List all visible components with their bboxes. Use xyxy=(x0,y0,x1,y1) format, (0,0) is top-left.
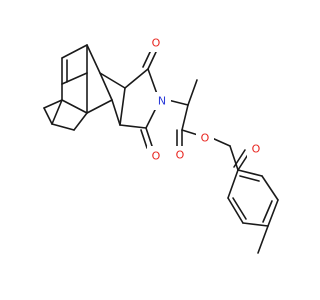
bond xyxy=(229,145,239,171)
ester-side-chain xyxy=(167,79,250,171)
bond xyxy=(261,175,279,201)
bond xyxy=(147,68,158,95)
molecule-structure: O O N O O O xyxy=(43,34,279,254)
bicyclic-cage xyxy=(43,44,121,131)
imide-ring xyxy=(99,49,158,149)
oxygen-atom-ketone: O xyxy=(252,143,261,156)
bond xyxy=(181,129,199,136)
atom-label-background xyxy=(196,129,214,147)
bond xyxy=(227,169,239,199)
oxygen-atom-imide-top: O xyxy=(152,37,161,50)
tolyl-ring xyxy=(227,169,279,254)
bond xyxy=(145,127,153,147)
bond xyxy=(43,99,63,109)
bond xyxy=(43,107,53,125)
bond xyxy=(124,68,149,89)
bond xyxy=(181,104,189,131)
bond xyxy=(99,72,126,89)
bond xyxy=(242,222,269,227)
bond xyxy=(119,124,147,129)
bond xyxy=(111,99,121,126)
bond xyxy=(140,129,148,149)
atom-label-background xyxy=(247,140,265,158)
bond xyxy=(61,44,88,59)
atom-label-background xyxy=(171,146,189,164)
molecule-structure-canvas: O O N O O O xyxy=(43,34,279,254)
bond xyxy=(211,137,231,147)
atom-label-background xyxy=(147,34,165,52)
bond xyxy=(61,99,88,114)
bond xyxy=(51,123,75,131)
bond xyxy=(99,72,113,101)
bond xyxy=(239,175,260,182)
oxygen-atom-ester-carbonyl: O xyxy=(176,149,185,162)
nitrogen-atom: N xyxy=(158,95,166,108)
atom-label-background xyxy=(147,146,165,164)
bond xyxy=(147,51,157,70)
bond xyxy=(267,199,279,227)
bond xyxy=(232,197,247,220)
bond xyxy=(237,169,263,177)
atom-label-background xyxy=(153,92,171,110)
bond xyxy=(227,197,244,224)
bond xyxy=(61,72,88,85)
bond xyxy=(142,49,152,68)
bond xyxy=(257,225,269,254)
bond xyxy=(73,112,88,131)
bond xyxy=(86,44,101,74)
bond xyxy=(119,87,126,126)
bond xyxy=(86,99,113,114)
bond xyxy=(51,99,63,125)
bond xyxy=(167,99,189,106)
oxygen-atom-imide-bottom: O xyxy=(152,150,161,163)
oxygen-atom-ester-link: O xyxy=(201,132,210,145)
bond xyxy=(262,200,273,223)
bond xyxy=(233,149,246,168)
bond xyxy=(187,79,198,106)
